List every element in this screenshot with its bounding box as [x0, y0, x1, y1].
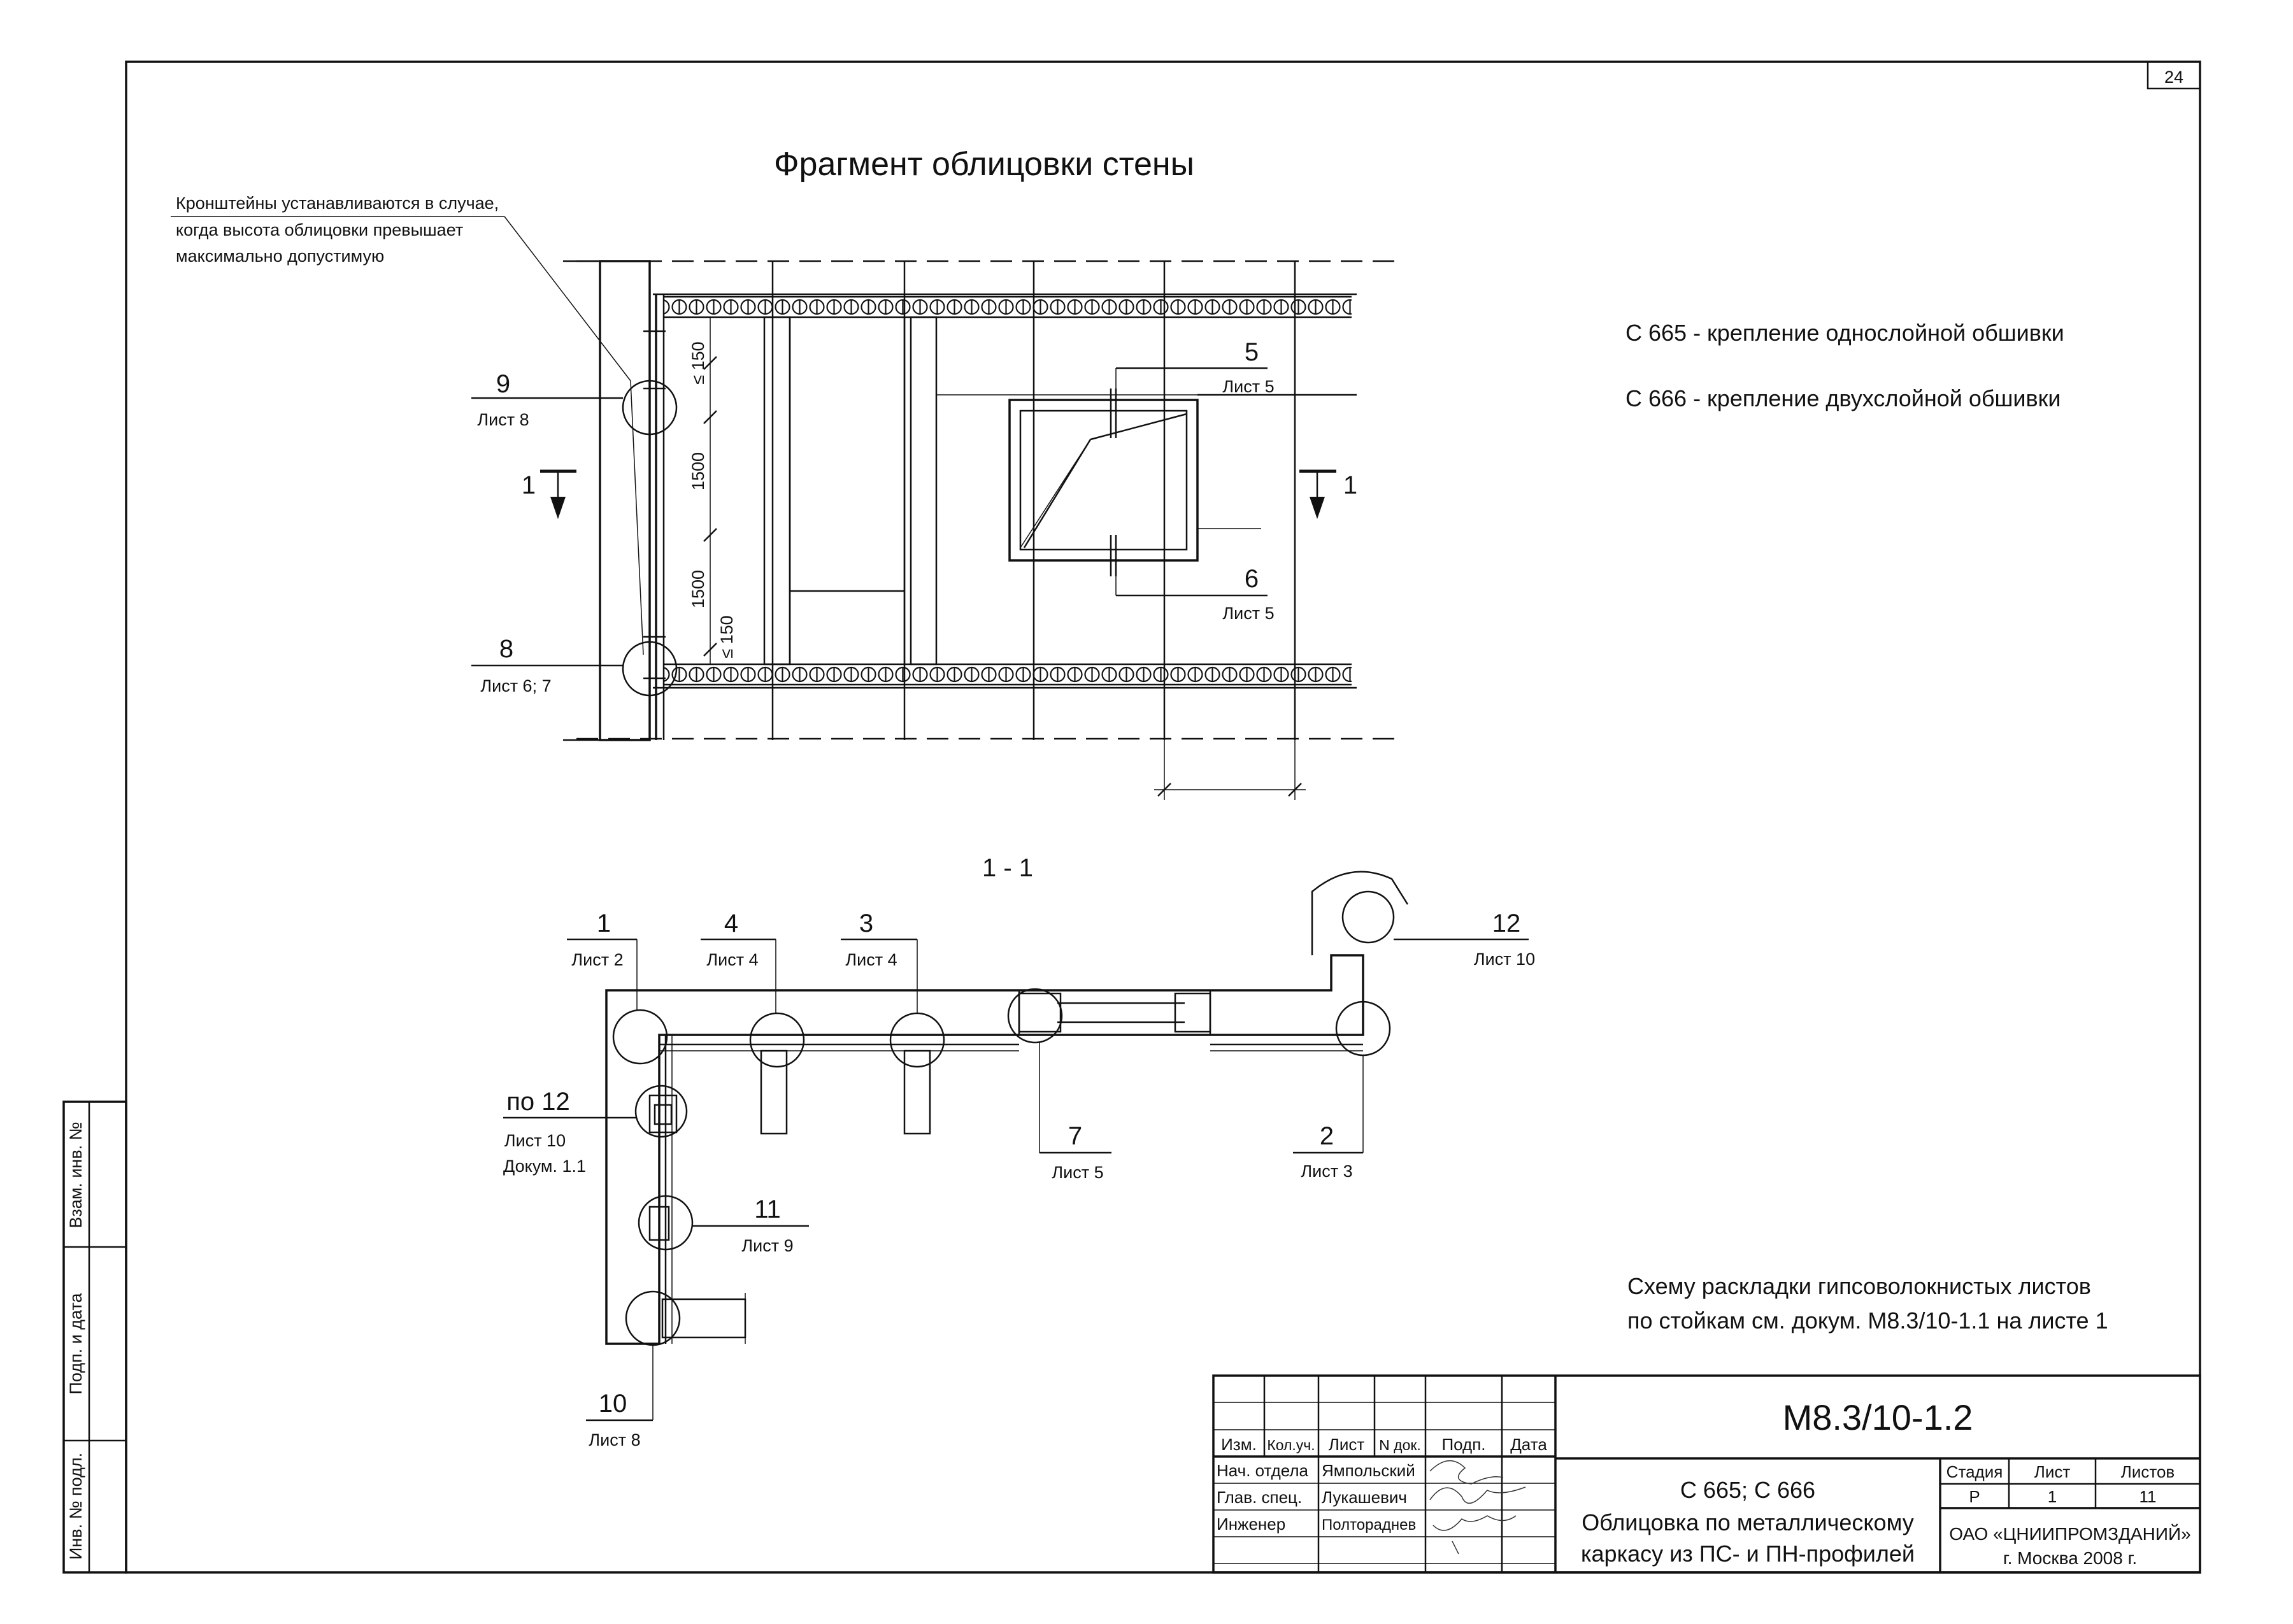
sec-callout-po12-ref2: Докум. 1.1: [503, 1157, 586, 1176]
stamp-name-3: Полтораднев: [1322, 1516, 1416, 1534]
section-view: 1 - 1: [503, 854, 1535, 1449]
sec-callout-10-num: 10: [599, 1390, 627, 1418]
side-label-vzam: Взам. инв. №: [66, 1122, 85, 1228]
section-mark-left: 1: [522, 471, 536, 499]
plan-title: Фрагмент облицовки стены: [774, 146, 1194, 183]
plan-note-line1: Кронштейны устанавливаются в случае,: [176, 194, 499, 213]
legend-c665: С 665 - крепление однослойной обшивки: [1625, 320, 2064, 346]
sec-callout-1-ref: Лист 2: [571, 950, 623, 969]
stamp-name-1: Ямпольский: [1322, 1461, 1415, 1480]
sec-callout-3-ref: Лист 4: [845, 950, 897, 969]
stamp-sheets: 11: [2139, 1487, 2157, 1506]
callout-5-num: 5: [1245, 338, 1259, 366]
scheme-note-line1: Схему раскладки гипсоволокнистых листов: [1627, 1273, 2091, 1299]
signature-marks: [1429, 1460, 1526, 1555]
sec-callout-4-ref: Лист 4: [706, 950, 758, 969]
side-label-podp: Подп. и дата: [66, 1292, 85, 1394]
stamp-name-2: Лукашевич: [1322, 1488, 1407, 1507]
stamp-role-2: Глав. спец.: [1217, 1488, 1302, 1507]
sec-callout-po12-num: по 12: [506, 1088, 570, 1116]
stamp-header-podp: Подп.: [1441, 1435, 1485, 1454]
callout-8-num: 8: [499, 635, 513, 663]
sec-callout-4-num: 4: [724, 909, 738, 937]
stamp-role-1: Нач. отдела: [1217, 1461, 1309, 1480]
sec-callout-11-ref: Лист 9: [741, 1236, 793, 1255]
dim-150-bot: ≤ 150: [717, 615, 736, 658]
sec-callout-10-ref: Лист 8: [589, 1430, 640, 1449]
callout-9-num: 9: [496, 370, 510, 398]
callout-6-num: 6: [1245, 565, 1259, 593]
stamp-header-izm: Изм.: [1221, 1435, 1257, 1454]
sec-callout-7-num: 7: [1068, 1122, 1082, 1150]
stamp-header-list: Лист: [1329, 1435, 1365, 1454]
sheet-frame: 24: [125, 61, 2201, 1574]
callout-8-ref: Лист 6; 7: [480, 676, 551, 695]
sec-callout-12-num: 12: [1492, 909, 1521, 937]
stamp-title-3: каркасу из ПС- и ПН-профилей: [1581, 1541, 1915, 1567]
stamp-title-1: С 665; С 666: [1680, 1477, 1815, 1503]
dim-150-top: ≤ 150: [689, 341, 708, 384]
plan-note-line3: максимально допустимую: [176, 246, 384, 266]
stamp-sheets-header: Листов: [2121, 1462, 2175, 1481]
sec-callout-po12-ref: Лист 10: [504, 1131, 566, 1150]
stamp-header-ndok: N док.: [1379, 1437, 1421, 1453]
sec-callout-7-ref: Лист 5: [1052, 1163, 1103, 1182]
legend-c666: С 666 - крепление двухслойной обшивки: [1625, 385, 2061, 411]
stamp-header-kol: Кол.уч.: [1267, 1437, 1315, 1453]
plan-note-line2: когда высота облицовки превышает: [176, 220, 463, 239]
title-block: Изм. Кол.уч. Лист N док. Подп. Дата Нач.…: [1212, 1374, 2201, 1574]
sec-callout-12-ref: Лист 10: [1474, 950, 1535, 969]
stamp-stage-header: Стадия: [1947, 1462, 2003, 1481]
stamp-sheet: 1: [2048, 1487, 2057, 1506]
section-title: 1 - 1: [982, 854, 1033, 882]
section-mark-right: 1: [1343, 471, 1357, 499]
callout-5-ref: Лист 5: [1222, 377, 1274, 396]
sec-callout-11-num: 11: [754, 1195, 781, 1223]
stamp-role-3: Инженер: [1217, 1514, 1285, 1534]
side-strip: Взам. инв. № Подп. и дата Инв. № подл.: [62, 1100, 127, 1574]
sheet-number: 24: [2164, 68, 2183, 87]
dim-1500-a: 1500: [689, 452, 708, 490]
stamp-org: ОАО «ЦНИИПРОМЗДАНИЙ»: [1949, 1524, 2190, 1544]
callout-9-ref: Лист 8: [477, 410, 529, 429]
sec-callout-2-ref: Лист 3: [1301, 1162, 1352, 1181]
dim-1500-b: 1500: [689, 570, 708, 608]
scheme-note-line2: по стойкам см. докум. М8.3/10-1.1 на лис…: [1627, 1307, 2108, 1334]
stamp-header-data: Дата: [1510, 1435, 1547, 1454]
stamp-title-2: Облицовка по металлическому: [1582, 1509, 1913, 1535]
stamp-doc-code: М8.3/10-1.2: [1783, 1397, 1973, 1437]
stamp-stage: Р: [1969, 1487, 1980, 1506]
sec-callout-1-num: 1: [597, 909, 611, 937]
stamp-org-city: г. Москва 2008 г.: [2003, 1548, 2137, 1568]
callout-6-ref: Лист 5: [1222, 604, 1274, 623]
plan-view: Фрагмент облицовки стены Кронштейны уста…: [171, 146, 1395, 800]
side-label-inv: Инв. № подл.: [66, 1453, 85, 1560]
sec-callout-3-num: 3: [859, 909, 873, 937]
stamp-sheet-header: Лист: [2034, 1462, 2071, 1481]
sec-callout-2-num: 2: [1320, 1122, 1334, 1150]
